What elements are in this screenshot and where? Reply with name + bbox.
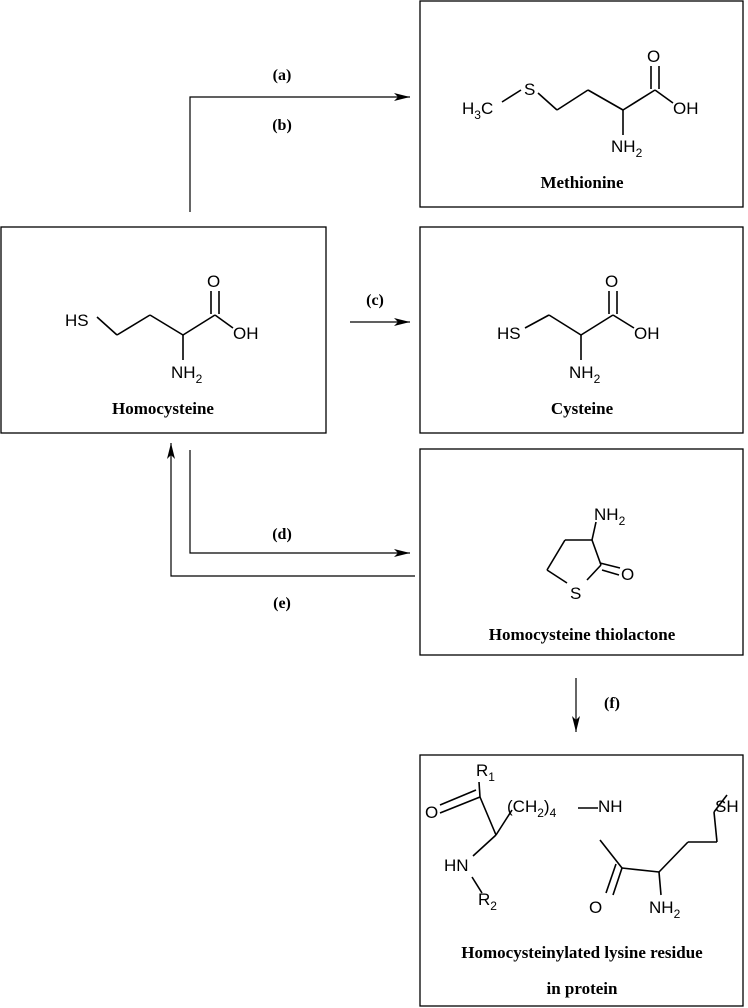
cysteine-box	[419, 226, 744, 434]
methionine-h3c: H3C	[462, 99, 493, 122]
lysine-residue-amine: NH2	[649, 898, 681, 921]
homocysteine-oxygen: O	[207, 272, 220, 291]
thiolactone-structure	[546, 521, 621, 584]
lysine-residue-thiol: SH	[715, 797, 739, 816]
reaction-label-e: (e)	[273, 595, 291, 612]
lysine-residue-r2: R2	[478, 890, 497, 913]
homocysteine-name: Homocysteine	[112, 399, 214, 418]
methionine-hydroxyl: OH	[673, 99, 699, 118]
arrow-homocysteine-to-thiolactone	[189, 450, 410, 557]
methionine-name: Methionine	[540, 173, 624, 192]
lysine-residue-name-line1: Homocysteinylated lysine residue	[461, 943, 703, 962]
cysteine-hydroxyl: OH	[634, 324, 660, 343]
lysine-residue-amide-oxygen: O	[589, 898, 602, 917]
thiolactone-name: Homocysteine thiolactone	[489, 625, 676, 644]
lysine-residue-carbonyl-oxygen: O	[425, 803, 438, 822]
cysteine-amine: NH2	[569, 363, 601, 386]
lysine-residue-structure	[439, 781, 728, 896]
thiolactone-sulfur: S	[570, 584, 581, 603]
lysine-residue-box	[419, 754, 744, 1007]
methionine-amine: NH2	[611, 137, 643, 160]
cysteine-oxygen: O	[605, 272, 618, 291]
thiolactone-amine: NH2	[594, 505, 626, 528]
arrow-homocysteine-to-methionine	[189, 93, 410, 212]
reaction-label-f: (f)	[604, 695, 620, 712]
reaction-label-a: (a)	[273, 67, 292, 84]
methionine-box	[419, 0, 744, 208]
arrow-thiolactone-to-homocysteine	[167, 443, 415, 577]
homocysteine-box	[0, 226, 327, 434]
cysteine-name: Cysteine	[551, 399, 614, 418]
cysteine-thiol: HS	[497, 324, 521, 343]
homocysteine-hydroxyl: OH	[233, 324, 259, 343]
reaction-label-c: (c)	[366, 292, 384, 309]
methionine-structure	[501, 66, 674, 135]
lysine-residue-hn: HN	[444, 856, 469, 875]
lysine-residue-name-line2: in protein	[546, 979, 618, 998]
cysteine-structure	[524, 291, 635, 360]
thiolactone-box	[419, 448, 744, 656]
homocysteine-thiol: HS	[65, 311, 89, 330]
reaction-label-d: (d)	[272, 526, 292, 543]
methionine-oxygen: O	[647, 47, 660, 66]
lysine-residue-amide-nh: NH	[598, 797, 623, 816]
lysine-residue-side-chain: (CH2)4	[507, 797, 557, 820]
thiolactone-oxygen: O	[621, 565, 634, 584]
homocysteine-amine: NH2	[171, 363, 203, 386]
homocysteine-structure	[96, 291, 234, 360]
reaction-label-b: (b)	[272, 117, 292, 134]
methionine-sulfur: S	[524, 80, 535, 99]
lysine-residue-r1: R1	[476, 761, 495, 784]
